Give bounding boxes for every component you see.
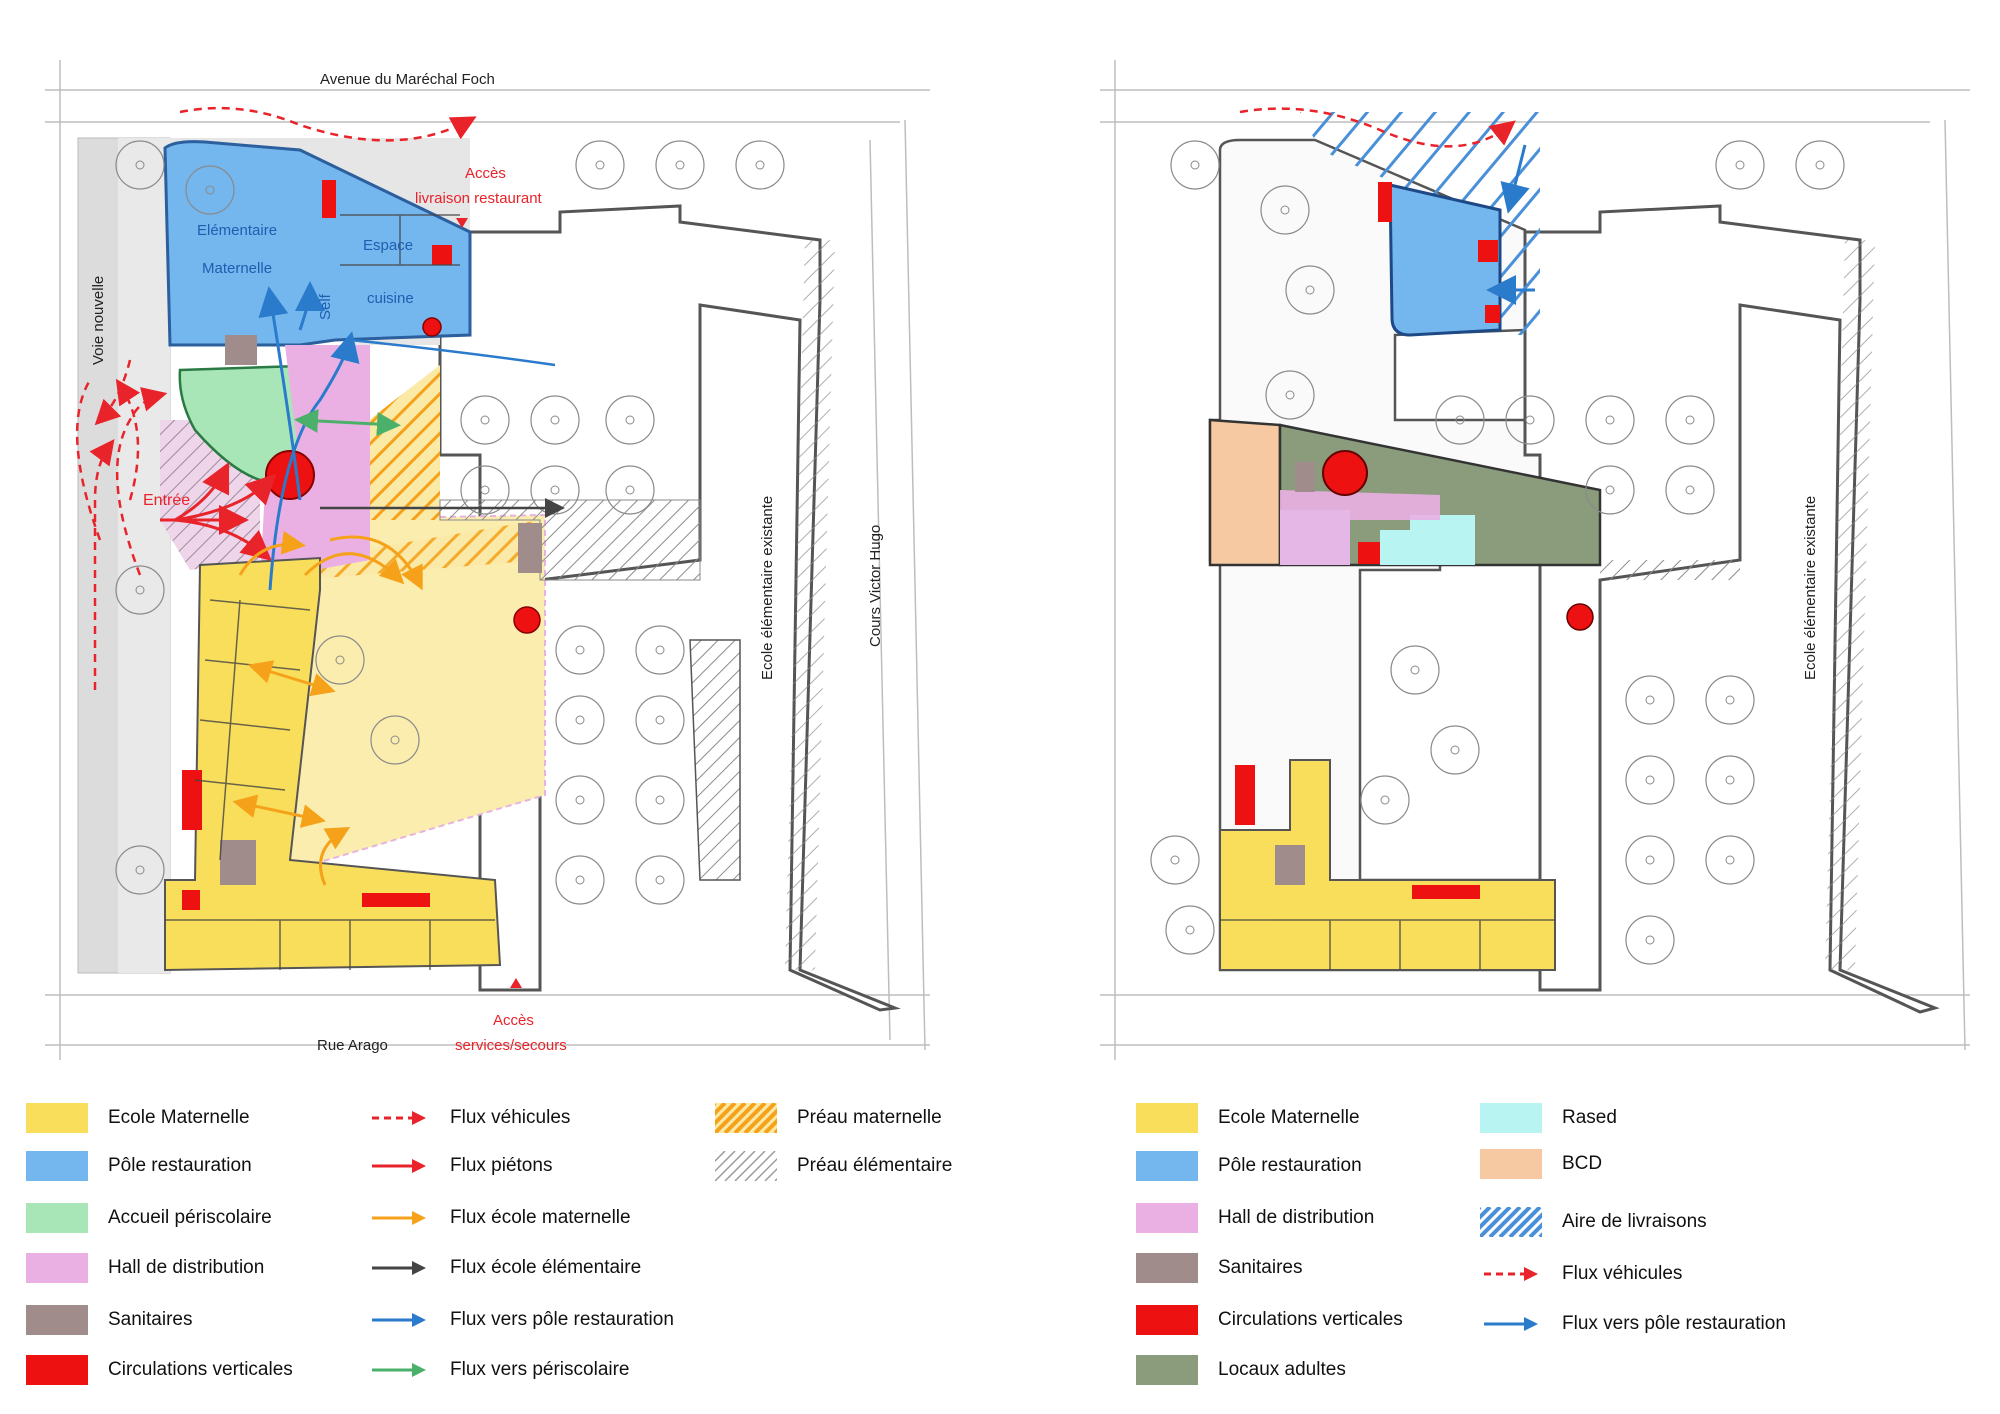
livraisons-hatch-swatch [1480,1207,1542,1237]
legend-label: Rased [1562,1107,1617,1128]
legend-label: Hall de distribution [108,1257,265,1278]
legend-label: Flux école maternelle [450,1207,631,1228]
restauration-swatch [1136,1151,1198,1181]
legend-item: Flux vers périscolaire [368,1352,630,1388]
legend-label: Pôle restauration [108,1155,252,1176]
legend-item: Sanitaires [1136,1250,1303,1286]
legend-item: Flux école élémentaire [368,1250,641,1286]
periscolaire-swatch [26,1203,88,1233]
label-self: Self [317,293,334,320]
sanitaires-swatch [26,1305,88,1335]
legend-item: Hall de distribution [26,1250,264,1286]
label-elementaire: Elémentaire [197,222,277,239]
legend-item: Pôle restauration [1136,1148,1362,1184]
school-label-left: Ecole élémentaire existante [759,496,776,680]
rased-swatch [1480,1103,1542,1133]
legend-label: Flux piétons [450,1155,553,1176]
legend-item: Pôle restauration [26,1148,252,1184]
legend-item: Flux vers pôle restauration [1480,1306,1786,1342]
legend-label: Préau maternelle [797,1107,942,1128]
legend-item: Ecole Maternelle [1136,1100,1360,1136]
legend-label: Sanitaires [108,1309,193,1330]
restauration-swatch [26,1151,88,1181]
label-maternelle: Maternelle [202,260,272,277]
legend-item: Hall de distribution [1136,1200,1374,1236]
hall-swatch [1136,1203,1198,1233]
legend-label: Pôle restauration [1218,1155,1362,1176]
legend-label: Sanitaires [1218,1257,1303,1278]
legend-label: Ecole Maternelle [1218,1107,1360,1128]
legend-label: Circulations verticales [1218,1309,1403,1330]
legend-item: Ecole Maternelle [26,1100,250,1136]
plan-left: Avenue du Maréchal Foch Voie nouvelle Ru… [45,60,930,1060]
legend-item: Sanitaires [26,1302,193,1338]
legend-label: Flux école élémentaire [450,1257,642,1278]
locaux_adultes-swatch [1136,1355,1198,1385]
legend-item: Rased [1480,1100,1617,1136]
site-plans: Avenue du Maréchal Foch Voie nouvelle Ru… [45,60,1970,1060]
legend-label: Flux vers périscolaire [450,1359,630,1380]
legend-label: Flux vers pôle restauration [450,1309,674,1330]
legend-item: Flux école maternelle [368,1200,631,1236]
flux_restauration-arrow-swatch [1484,1317,1538,1331]
legend-label: Flux véhicules [450,1107,571,1128]
street-south-left: Rue Arago [317,1037,388,1054]
bcd-swatch [1480,1149,1542,1179]
preau_maternelle-hatch-swatch [715,1103,777,1133]
flux-vehicules-arrow [115,387,168,576]
legend-item: Flux véhicules [1480,1256,1682,1292]
maternelle-swatch [1136,1103,1198,1133]
legend-label: Circulations verticales [108,1359,293,1380]
hall-swatch [26,1253,88,1283]
maternelle-swatch [26,1103,88,1133]
legend-item: Flux véhicules [368,1100,570,1136]
legend-item: Préau élémentaire [715,1148,952,1184]
legend-item: Accueil périscolaire [26,1200,272,1236]
flux_vehicules-arrow-swatch [1484,1267,1538,1281]
label-cuisine: cuisine [367,290,414,307]
street-east-left: Cours Victor Hugo [867,525,884,647]
legend-label: Aire de livraisons [1562,1211,1707,1232]
street-west-left: Voie nouvelle [90,276,107,365]
street-north-left: Avenue du Maréchal Foch [320,71,495,88]
legend-item: Aire de livraisons [1480,1204,1707,1240]
plan-right: Ecole élémentaire existante [1100,60,1970,1060]
flux_pietons-arrow-swatch [372,1159,426,1173]
legend-item: Locaux adultes [1136,1352,1346,1388]
legend-label: Accueil périscolaire [108,1207,272,1228]
flux_maternelle-arrow-swatch [372,1211,426,1225]
legend-label: Locaux adultes [1218,1359,1346,1380]
label-espace: Espace [363,237,413,254]
legend-label: Flux véhicules [1562,1263,1683,1284]
flux_vehicules-arrow-swatch [372,1111,426,1125]
flux_elementaire-arrow-swatch [372,1261,426,1275]
label-acces-livraison-2: livraison restaurant [415,190,543,207]
circulations-swatch [1136,1305,1198,1335]
legend-item: Préau maternelle [715,1100,942,1136]
flux_periscolaire-arrow-swatch [372,1363,426,1377]
legend-label: Préau élémentaire [797,1155,953,1176]
label-acces-services-1: Accès [493,1012,534,1029]
legend-item: Circulations verticales [1136,1302,1403,1338]
preau_elementaire-hatch-swatch [715,1151,777,1181]
label-acces-livraison-1: Accès [465,165,506,182]
legend-item: Circulations verticales [26,1352,293,1388]
legend-item: Flux piétons [368,1148,552,1184]
legend-item: Flux vers pôle restauration [368,1302,674,1338]
label-acces-services-2: services/secours [455,1037,567,1054]
label-entree: Entrée [143,492,190,509]
school-label-right: Ecole élémentaire existante [1802,496,1819,680]
legend-label: Hall de distribution [1218,1207,1375,1228]
legend-label: Flux vers pôle restauration [1562,1313,1786,1334]
legend-label: Ecole Maternelle [108,1107,250,1128]
circulations-swatch [26,1355,88,1385]
flux_restauration-arrow-swatch [372,1313,426,1327]
legend-item: BCD [1480,1146,1602,1182]
legend-label: BCD [1562,1153,1603,1174]
sanitaires-swatch [1136,1253,1198,1283]
